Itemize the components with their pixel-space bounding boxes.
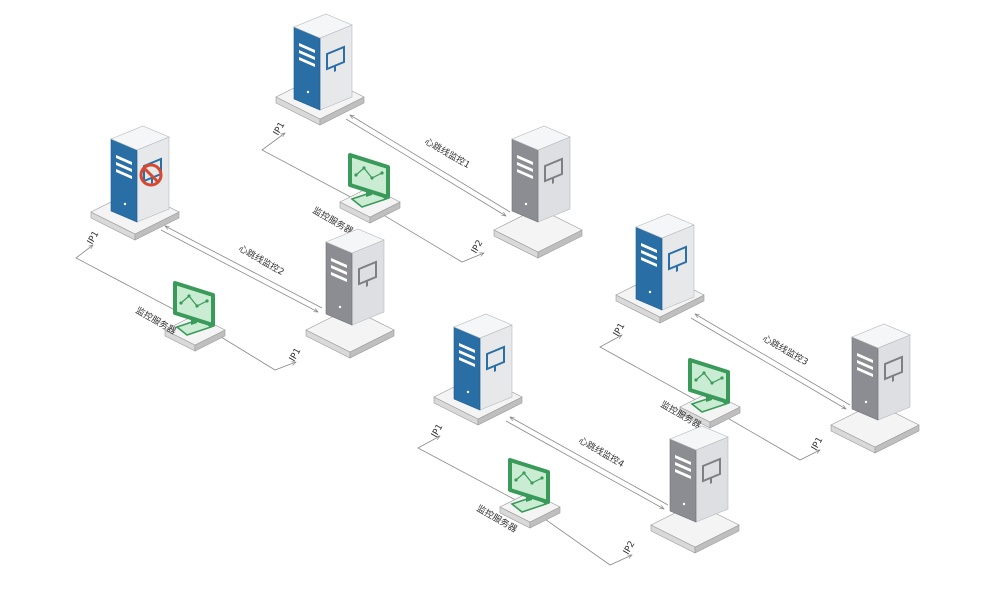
primary-ip-label: IP1 [86, 230, 102, 247]
heartbeat-line [510, 417, 669, 506]
heartbeat-line-return [505, 420, 664, 509]
primary-ip-link [75, 245, 191, 319]
primary-ip-link [599, 335, 706, 406]
standby-ip-link [374, 209, 484, 263]
standby-plate [493, 207, 583, 259]
primary-ip-label: IP1 [430, 423, 446, 440]
heartbeat-line-return [690, 317, 846, 409]
standby-ip-label: IP2 [622, 540, 638, 557]
primary-server-icon [110, 125, 170, 223]
primary-ip-link [261, 133, 376, 211]
heartbeat-label: 心跳线监控3 [761, 332, 811, 368]
standby-server-icon [325, 228, 385, 326]
monitor-chart-icon [688, 358, 730, 413]
primary-ip-label: IP1 [612, 322, 628, 339]
standby-server-icon [669, 425, 729, 523]
heartbeat-line-return [345, 118, 506, 216]
standby-server-icon [511, 125, 571, 223]
primary-ip-link [417, 436, 526, 506]
standby-plate [650, 502, 740, 554]
primary-server-icon [293, 13, 353, 111]
heartbeat-label: 心跳线监控2 [237, 242, 287, 278]
heartbeat-line [350, 115, 511, 213]
standby-ip-link [704, 404, 820, 461]
standby-plate [830, 402, 920, 454]
monitor-chart-icon [173, 281, 215, 336]
standby-ip-link [524, 504, 632, 566]
heartbeat-label: 心跳线监控1 [423, 135, 473, 171]
monitor-label: 监控服务器 [134, 304, 179, 337]
primary-server-icon [453, 313, 513, 411]
standby-ip-label: IP1 [810, 436, 826, 453]
primary-server-icon [635, 213, 695, 311]
monitor-chart-icon [348, 153, 390, 208]
heartbeat-line-return [160, 229, 318, 312]
standby-plate [305, 307, 395, 359]
prohibited-icon [139, 163, 163, 187]
standby-ip-label: IP1 [288, 347, 304, 364]
standby-server-icon [851, 323, 911, 421]
primary-ip-label: IP1 [272, 121, 288, 138]
heartbeat-line [165, 226, 323, 309]
heartbeat-line [695, 314, 851, 406]
monitor-chart-icon [508, 458, 550, 513]
